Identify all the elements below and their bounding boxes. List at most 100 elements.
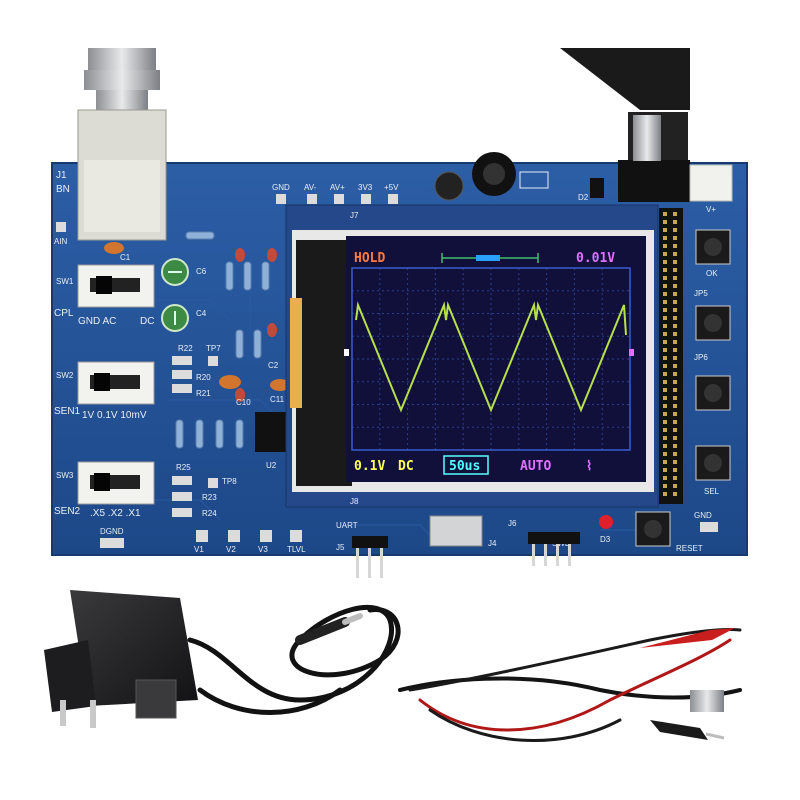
switch-sw3[interactable] — [77, 461, 155, 505]
buffer-window — [476, 255, 500, 261]
header-pin — [663, 444, 667, 448]
header-pin — [663, 260, 667, 264]
button-3[interactable] — [695, 375, 731, 411]
header-pin — [663, 412, 667, 416]
bottom-pads: DGND V1 V2 V3 TLVL — [100, 527, 306, 554]
svg-text:C6: C6 — [196, 267, 207, 276]
usb-connector[interactable] — [429, 515, 483, 547]
header-pin — [673, 332, 677, 336]
header-pin — [673, 412, 677, 416]
header-pin — [663, 236, 667, 240]
svg-text:C11: C11 — [270, 395, 285, 404]
button-2[interactable] — [695, 305, 731, 341]
header-pin — [673, 324, 677, 328]
header-pin — [673, 252, 677, 256]
sw2-name: SEN1 — [54, 406, 81, 417]
screen-vdiv: 0.1V — [354, 459, 385, 474]
probe-cable — [398, 628, 742, 742]
screen-mode: HOLD — [354, 251, 385, 266]
adapter-cable — [187, 604, 401, 715]
header-pin — [673, 436, 677, 440]
header-pin — [663, 364, 667, 368]
alligator-clip-red — [640, 628, 735, 648]
header-pin — [663, 492, 667, 496]
button-ok[interactable] — [695, 229, 731, 265]
led-d3 — [599, 515, 613, 529]
header-pin — [663, 228, 667, 232]
header-pin — [673, 348, 677, 352]
svg-text:C10: C10 — [236, 398, 251, 407]
timebase-box — [443, 455, 489, 475]
header-pin — [673, 300, 677, 304]
header-pin — [673, 292, 677, 296]
tp-label-4: +5V — [384, 183, 399, 192]
header-pin — [673, 212, 677, 216]
screen-trigger-edge: ⌇ — [586, 459, 592, 474]
scope-frame — [351, 267, 631, 451]
svg-text:C4: C4 — [196, 309, 207, 318]
lcd-screen — [346, 236, 646, 482]
pad-label-0: DGND — [100, 527, 124, 536]
header-pin — [663, 436, 667, 440]
header-pin — [663, 356, 667, 360]
header-pin — [673, 492, 677, 496]
header-pin — [663, 212, 667, 216]
header-pin — [663, 460, 667, 464]
switch-sw1[interactable] — [77, 264, 155, 308]
trimmer-capacitors — [161, 258, 189, 332]
pulse-marker — [519, 171, 549, 189]
small-pads — [172, 356, 218, 517]
header-pin — [673, 236, 677, 240]
svg-text:JP6: JP6 — [694, 353, 708, 362]
button-reset[interactable] — [635, 511, 671, 547]
label-j1: J1 — [56, 170, 67, 181]
button-sel[interactable] — [695, 445, 731, 481]
svg-text:R23: R23 — [202, 493, 217, 502]
ic-u2 — [255, 412, 291, 452]
waveform-trace — [355, 301, 627, 413]
screen-offset: 0.01V — [576, 251, 615, 266]
svg-text:R21: R21 — [196, 389, 211, 398]
electrolytic-capacitor — [434, 171, 464, 201]
header-pin — [663, 276, 667, 280]
header-pin — [663, 372, 667, 376]
test-points: GND AV- AV+ 3V3 +5V — [272, 183, 399, 204]
label-j8: J8 — [350, 497, 359, 506]
header-pin — [673, 388, 677, 392]
header-pin — [673, 452, 677, 456]
probe-bnc-plug — [690, 690, 724, 712]
tp-label-2: AV+ — [330, 183, 345, 192]
dc-power-jack — [560, 48, 690, 202]
label-j5: J5 — [336, 543, 345, 552]
header-pin — [663, 268, 667, 272]
header-pin — [663, 452, 667, 456]
sw3-name: SEN2 — [54, 506, 81, 517]
power-header — [689, 164, 733, 202]
bnc-connector[interactable] — [77, 48, 167, 241]
header-pin — [663, 380, 667, 384]
header-pin — [673, 220, 677, 224]
header-pin — [673, 476, 677, 480]
svg-text:C2: C2 — [268, 361, 279, 370]
header-pin — [663, 284, 667, 288]
header-pin — [663, 308, 667, 312]
header-pin — [673, 284, 677, 288]
tp-label-1: AV- — [304, 183, 317, 192]
svg-text:R25: R25 — [176, 463, 191, 472]
header-pin — [673, 428, 677, 432]
uart-header — [352, 536, 388, 578]
header-pin — [673, 364, 677, 368]
header-pin — [673, 228, 677, 232]
label-vplus: V+ — [706, 205, 716, 214]
screen-coupling: DC — [398, 459, 414, 474]
dc-plug — [295, 617, 350, 645]
sw1-ref: SW1 — [56, 277, 74, 286]
svg-text:R22: R22 — [178, 344, 193, 353]
header-pin — [673, 276, 677, 280]
sw1-name: CPL — [54, 308, 74, 319]
resistors — [175, 231, 270, 449]
switch-sw2[interactable] — [77, 361, 155, 405]
header-pin — [673, 316, 677, 320]
sw2-ref: SW2 — [56, 371, 74, 380]
